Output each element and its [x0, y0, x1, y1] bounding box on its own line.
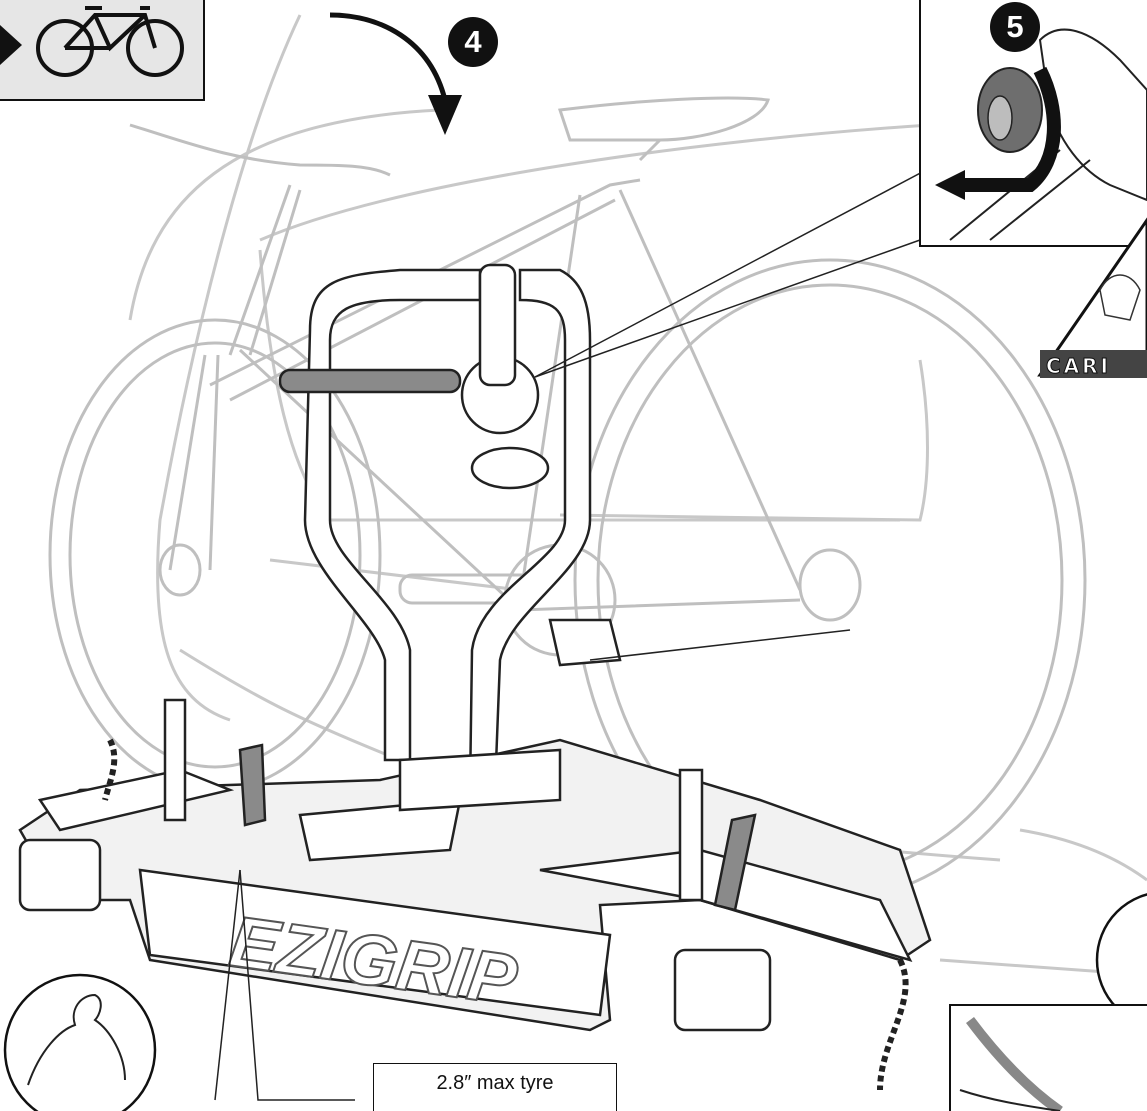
- bicycle-icon-panel: [0, 0, 204, 100]
- tyre-size-text: 2.8″ max tyre: [436, 1072, 553, 1094]
- step-5-badge: 5: [990, 2, 1040, 52]
- carrier-frame: [280, 265, 590, 790]
- flexed-arm-icon: [5, 975, 155, 1111]
- carbon-warning-label: CARI: [1046, 354, 1111, 378]
- step-4-badge: 4: [448, 17, 498, 67]
- tyre-size-callout: 2.8″ max tyre: [373, 1063, 617, 1111]
- wheel-detail-inset: [950, 1005, 1147, 1111]
- step4-arrow-icon: [330, 15, 462, 135]
